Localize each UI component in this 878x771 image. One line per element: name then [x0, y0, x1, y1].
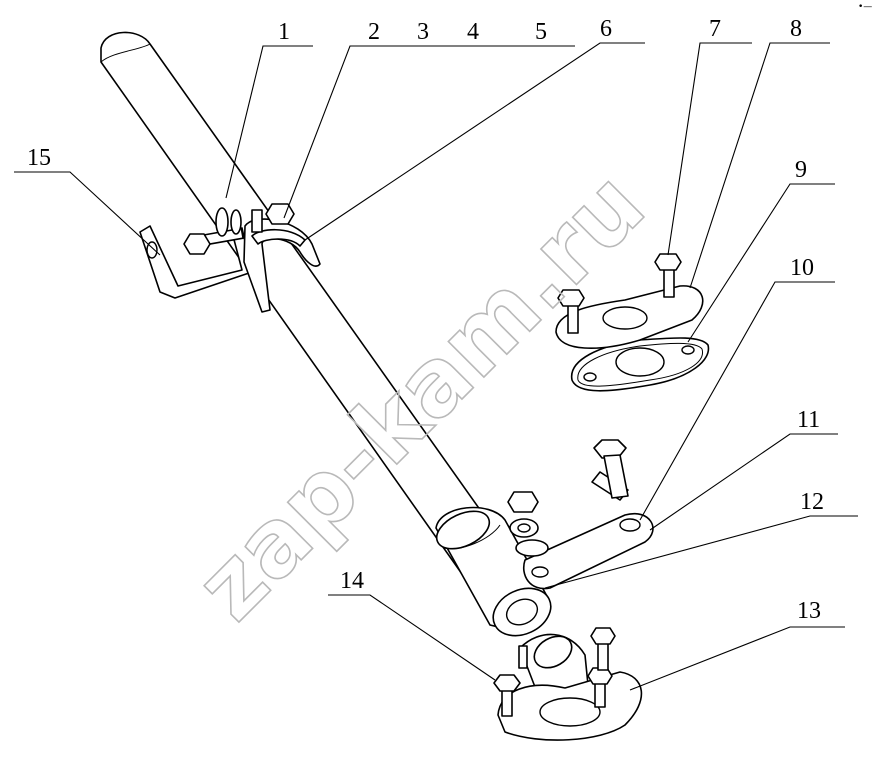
callout-10: 10	[790, 255, 814, 281]
flange-plate	[555, 285, 704, 349]
clamp-ring	[492, 587, 552, 637]
flange-bolt	[493, 674, 521, 717]
callout-12: 12	[800, 489, 824, 515]
callout-13: 13	[797, 598, 821, 624]
callout-5: 5	[535, 19, 547, 45]
gasket	[571, 337, 710, 392]
bracket-bolt	[591, 439, 629, 501]
callout-6: 6	[600, 16, 612, 42]
callout-9: 9	[795, 157, 807, 183]
flange-stud	[590, 627, 616, 671]
leader-lines	[14, 42, 858, 691]
callout-7: 7	[709, 16, 721, 42]
bracket-nut	[507, 491, 549, 557]
callout-14: 14	[340, 568, 364, 594]
callout-11: 11	[797, 407, 820, 433]
callout-4: 4	[467, 19, 479, 45]
flange-stud	[518, 645, 528, 669]
flange-plate-bolt	[557, 289, 585, 334]
callout-1: 1	[278, 19, 290, 45]
callout-8: 8	[790, 16, 802, 42]
callout-15: 15	[27, 145, 51, 171]
flange-bolt	[587, 667, 613, 708]
corner-mark: •—	[858, 2, 872, 12]
support-bracket	[523, 512, 654, 590]
callout-2: 2	[368, 19, 380, 45]
callout-3: 3	[417, 19, 429, 45]
flange-plate-bolt	[654, 253, 682, 298]
clamp-washer	[215, 207, 242, 237]
hanger-bolt	[183, 227, 244, 255]
